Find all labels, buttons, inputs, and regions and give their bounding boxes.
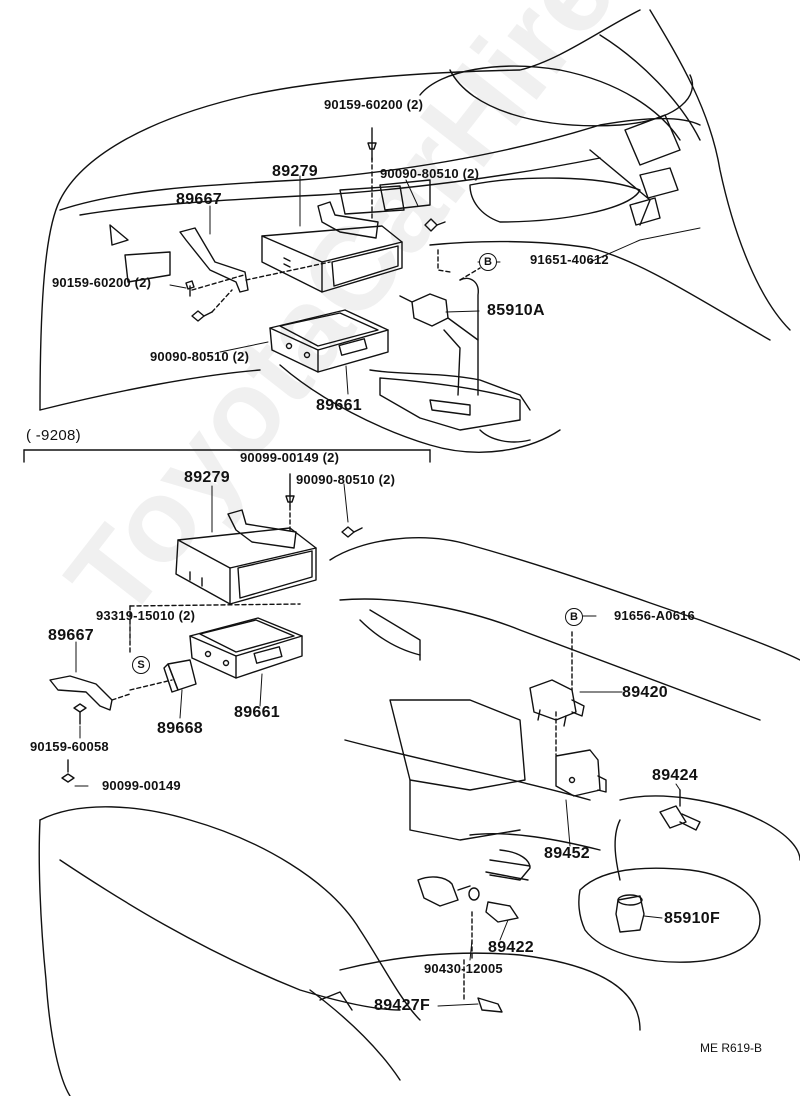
label-91656-A0616: 91656-A0616 (614, 608, 695, 623)
engine-bay-outline (38, 537, 800, 1096)
section-bracket (23, 449, 431, 463)
label-89420: 89420 (622, 684, 668, 701)
section-range-label: ( -9208) (26, 427, 81, 444)
drawing-id: ME R619-B (700, 1041, 763, 1055)
label-93319-15010: 93319-15010 (2) (96, 608, 196, 623)
bracket-89667-upper (179, 227, 249, 293)
sensor-89424 (659, 789, 701, 831)
label-90090-80510-bottom: 90090-80510 (2) (150, 349, 250, 364)
label-90159-60200-left: 90159-60200 (2) (52, 275, 152, 290)
label-89667-upper: 89667 (176, 191, 222, 208)
ecu-89661-upper (269, 309, 389, 373)
label-90090-80510-lower: 90090-80510 (2) (296, 472, 396, 487)
callout-s: S (132, 656, 150, 674)
ecu-89279-upper (261, 201, 403, 293)
ecu-89661-lower (189, 617, 303, 679)
label-91651-40612: 91651-40612 (530, 252, 609, 267)
label-89667-lower: 89667 (48, 627, 94, 644)
label-89279-lower: 89279 (184, 469, 230, 486)
label-90099-00149-top: 90099-00149 (2) (240, 450, 340, 465)
shifter-sensor-85910A (369, 267, 531, 443)
label-90430-12005: 90430-12005 (424, 961, 503, 976)
dashboard-outline (39, 9, 791, 453)
screws-upper (185, 127, 451, 322)
sensor-cluster-lower (417, 849, 531, 1013)
ecu-89279-lower (175, 509, 317, 605)
sensor-89420 (529, 679, 585, 727)
label-89422: 89422 (488, 939, 534, 956)
relay-89452 (555, 749, 607, 797)
label-89427F: 89427F (374, 997, 431, 1014)
label-89661-upper: 89661 (316, 397, 362, 414)
label-89661-lower: 89661 (234, 704, 280, 721)
leader-lines (74, 175, 701, 1007)
label-89279-upper: 89279 (272, 163, 318, 180)
bracket-89667-lower (49, 675, 113, 711)
label-89452: 89452 (544, 845, 590, 862)
label-90159-60200-top: 90159-60200 (2) (324, 97, 424, 112)
sensor-85910F (615, 894, 645, 933)
screws-lower (61, 473, 573, 783)
label-85910F: 85910F (664, 910, 721, 927)
label-90159-60058: 90159-60058 (30, 739, 109, 754)
label-89424: 89424 (652, 767, 698, 784)
label-89668: 89668 (157, 720, 203, 737)
callout-b-lower: B (565, 608, 583, 626)
label-90099-00149: 90099-00149 (102, 778, 181, 793)
label-90090-80510-top: 90090-80510 (2) (380, 166, 480, 181)
callout-b-upper: B (479, 253, 497, 271)
bracket-89668 (163, 659, 197, 693)
label-85910A: 85910A (487, 302, 545, 319)
